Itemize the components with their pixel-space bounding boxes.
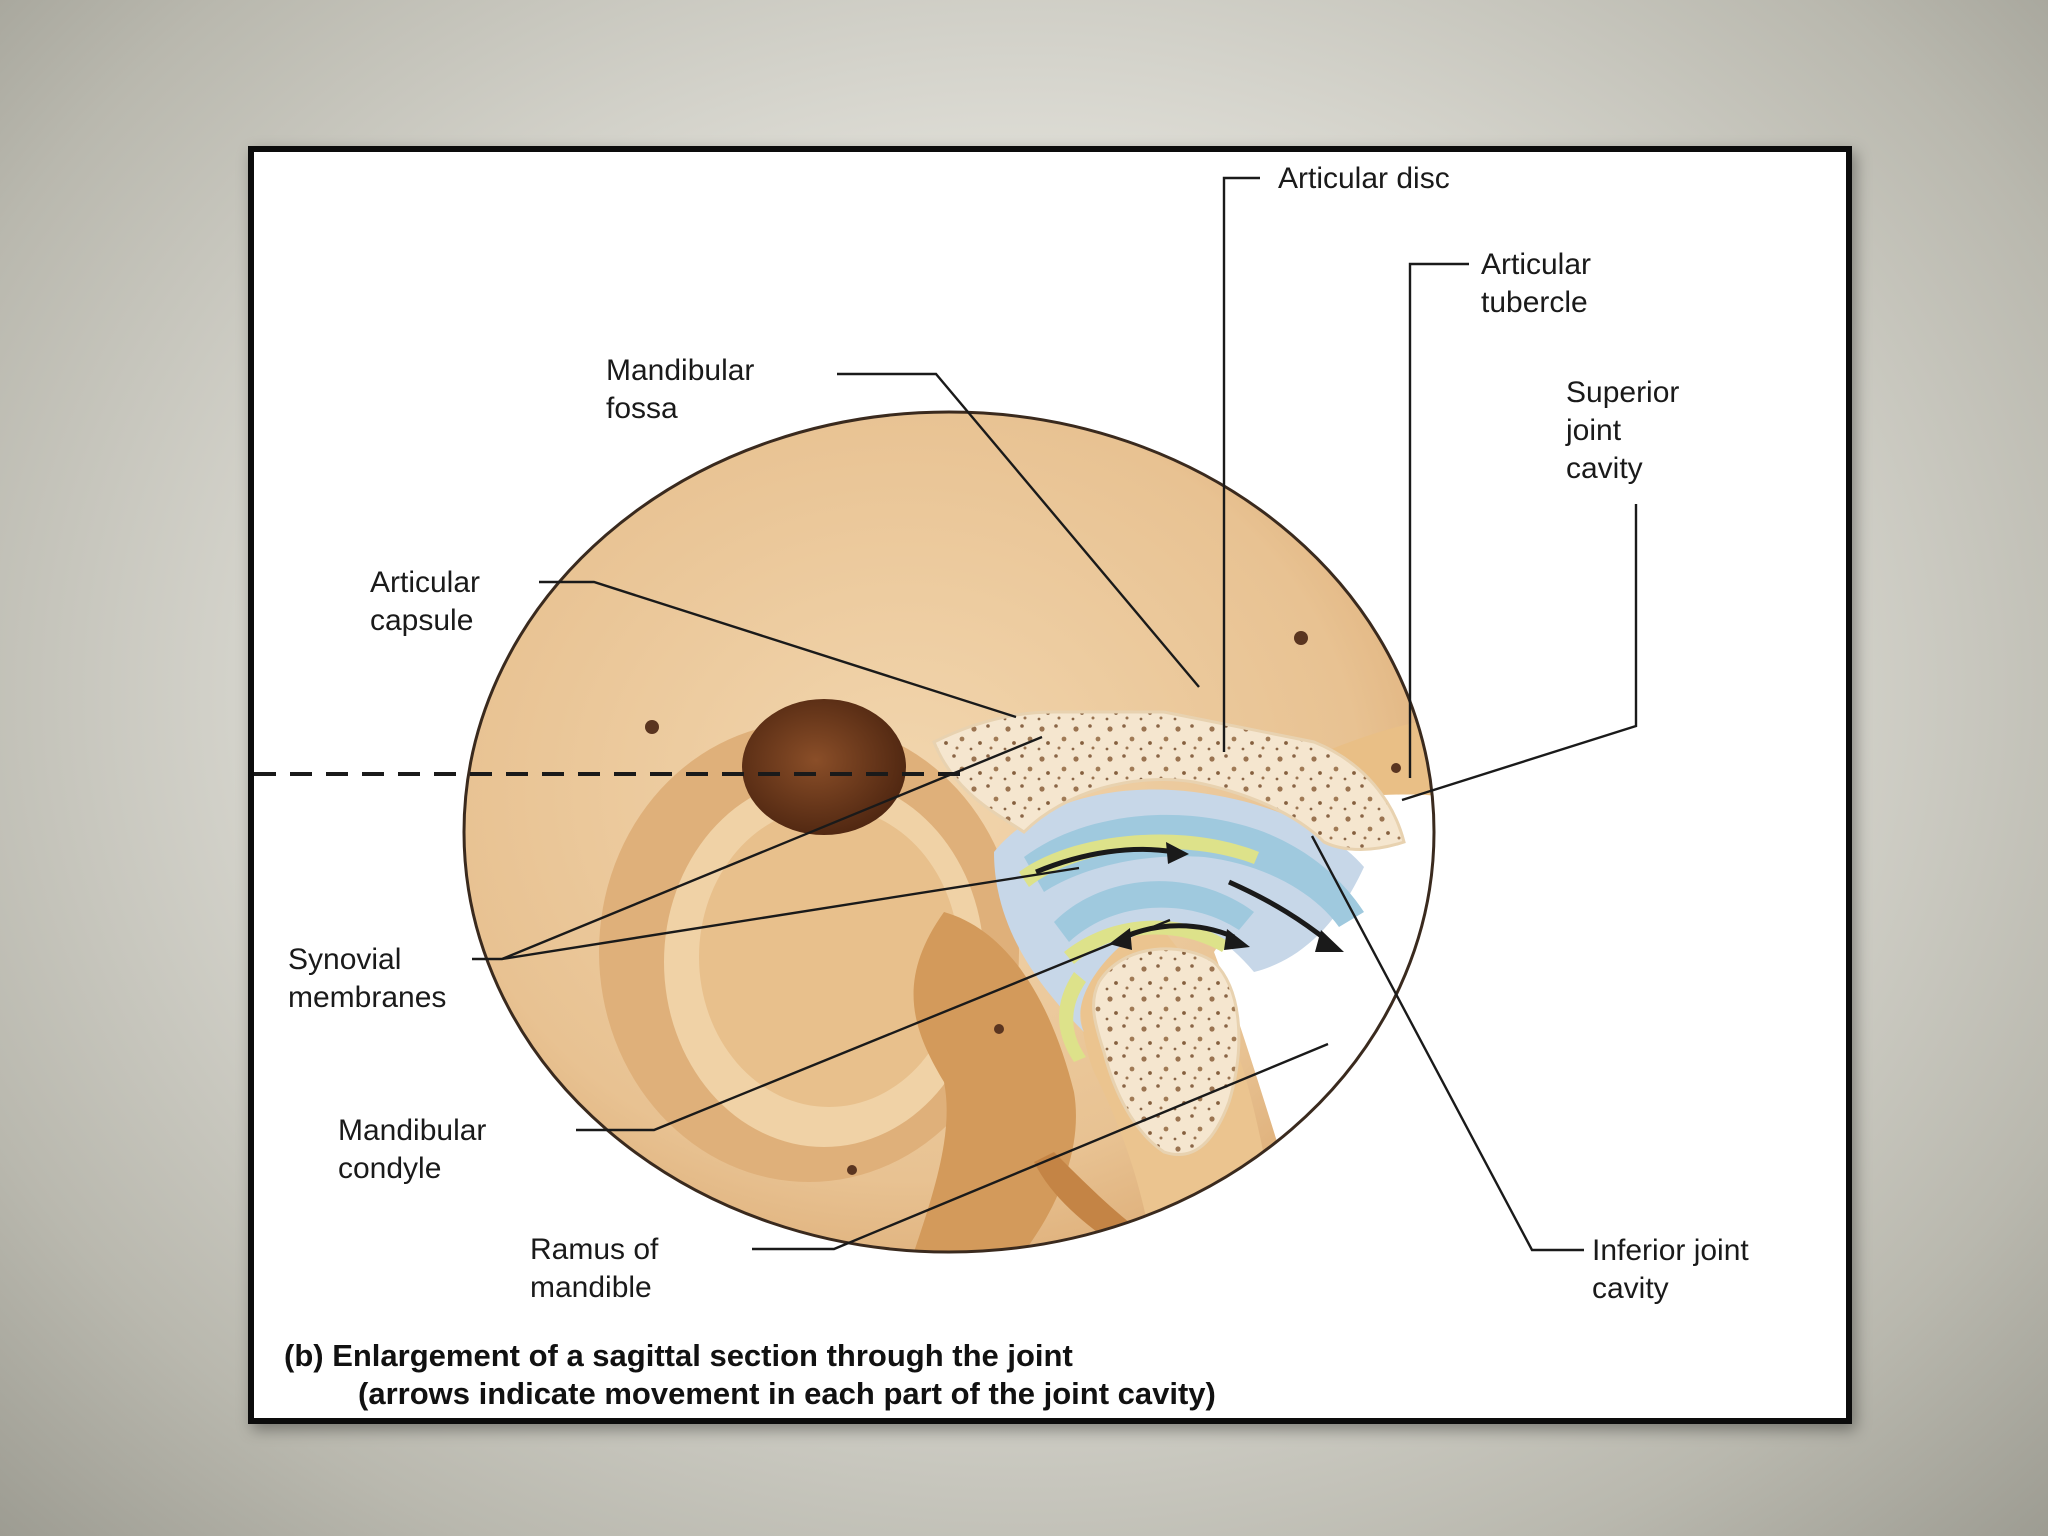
ear-canal-opening — [742, 699, 906, 835]
leader-mandibular-fossa — [837, 372, 1200, 688]
labels: Articular disc Articular tubercle Mandib… — [288, 162, 1749, 1305]
arrow-head — [1166, 842, 1189, 864]
temporal-bone-section — [932, 710, 1406, 851]
leader-articular-disc — [1222, 176, 1260, 752]
leader-mandibular-condyle — [576, 918, 1171, 1132]
label-synovial-membranes-2: membranes — [288, 981, 446, 1014]
arrow-upper-left — [1035, 846, 1175, 875]
label-synovial-membranes-1: Synovial — [288, 943, 401, 976]
label-articular-disc: Articular disc — [1278, 162, 1450, 195]
leader-articular-tubercle — [1408, 262, 1469, 778]
caption-line-2: (arrows indicate movement in each part o… — [358, 1376, 1216, 1411]
magnifier-circle — [462, 410, 1436, 1254]
leader-superior-joint-cavity — [1401, 504, 1638, 802]
label-articular-capsule-2: capsule — [370, 604, 473, 637]
arrow-head — [1315, 930, 1344, 952]
label-inferior-joint-cavity-2: cavity — [1592, 1272, 1669, 1305]
label-mandibular-condyle-1: Mandibular — [338, 1114, 486, 1147]
tmj-diagram: Articular disc Articular tubercle Mandib… — [254, 162, 1749, 1411]
label-articular-capsule-1: Articular — [370, 566, 480, 599]
leader-lines — [472, 176, 1638, 1252]
label-mandibular-fossa-1: Mandibular — [606, 354, 754, 387]
leader-articular-capsule — [539, 580, 1017, 719]
leader-inferior-joint-cavity — [1310, 835, 1584, 1252]
label-mandibular-fossa-2: fossa — [606, 392, 678, 425]
anatomy-figure: Articular disc Articular tubercle Mandib… — [248, 146, 1852, 1424]
label-superior-joint-cavity-2: joint — [1565, 414, 1622, 447]
arrow-lower — [1123, 923, 1235, 940]
label-mandibular-condyle-2: condyle — [338, 1152, 441, 1185]
label-superior-joint-cavity-1: Superior — [1566, 376, 1679, 409]
label-ramus-2: mandible — [530, 1271, 652, 1304]
condyle-section — [1092, 947, 1241, 1157]
movement-arrows — [1035, 842, 1344, 952]
label-ramus-1: Ramus of — [530, 1233, 659, 1266]
leader-synovial-2 — [501, 866, 1080, 961]
label-superior-joint-cavity-3: cavity — [1566, 452, 1643, 485]
label-inferior-joint-cavity-1: Inferior joint — [1592, 1234, 1749, 1267]
label-articular-tubercle-1: Articular — [1481, 248, 1591, 281]
label-articular-tubercle-2: tubercle — [1481, 286, 1588, 319]
arrow-head — [1224, 929, 1250, 950]
caption-line-1: (b) Enlargement of a sagittal section th… — [284, 1338, 1073, 1373]
leader-ramus — [752, 1042, 1329, 1251]
magnified-view — [464, 412, 1434, 1252]
